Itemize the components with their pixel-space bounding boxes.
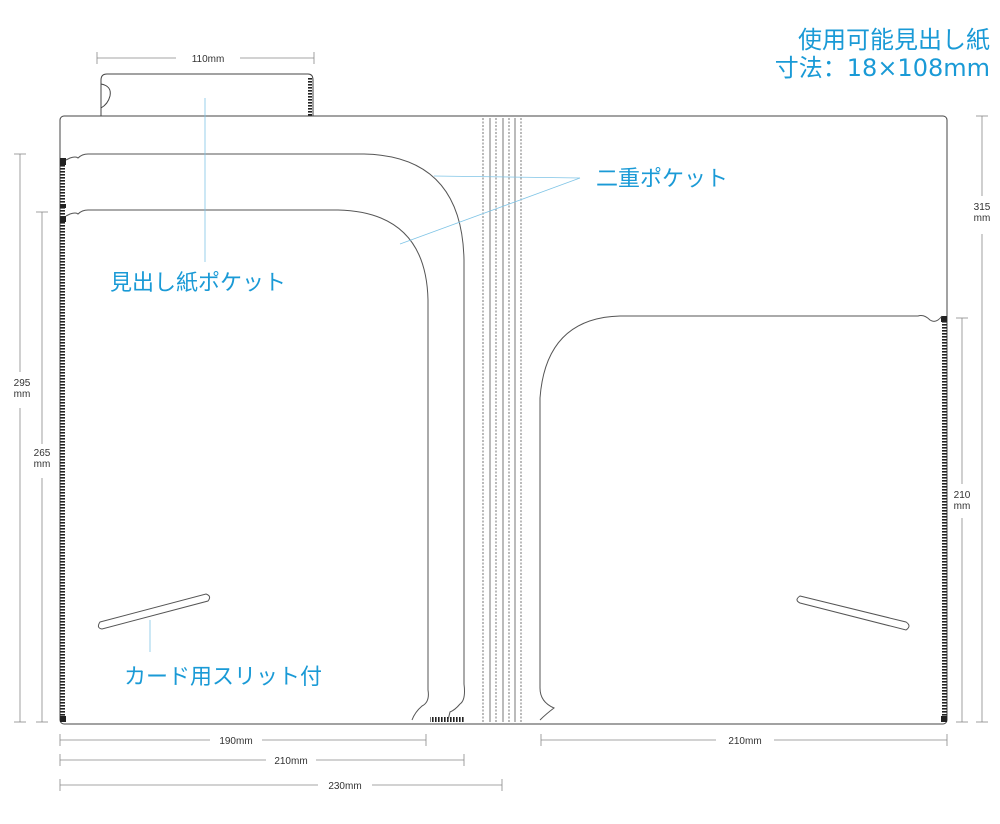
- dim-overall-width: 230mm: [328, 781, 361, 792]
- label-double-pocket: 二重ポケット: [596, 167, 728, 192]
- spec-title: 使用可能見出し紙: [798, 26, 990, 54]
- spec-size: 寸法：18×108mm: [775, 54, 990, 82]
- dim-left-panel-width: 210mm: [274, 756, 307, 767]
- folder-outline: [59, 115, 948, 725]
- index-tab: [100, 73, 314, 122]
- label-index-pocket: 見出し紙ポケット: [110, 271, 286, 296]
- callout-lines: [149, 98, 581, 652]
- left-pocket-back: [65, 153, 465, 721]
- right-card-slit: [796, 595, 910, 631]
- dim-right-panel-width: 210mm: [728, 736, 761, 747]
- left-card-slit: [97, 593, 211, 630]
- left-edge-perforation: [60, 158, 65, 720]
- tab-perforation-right: [308, 78, 312, 116]
- bottom-perforation: [430, 717, 464, 722]
- dim-tab-width: 110mm: [192, 54, 225, 65]
- label-card-slit: カード用スリット付: [124, 665, 322, 690]
- right-pocket: [539, 315, 943, 721]
- right-edge-perforation: [942, 320, 947, 720]
- dim-inner-pocket-width: 190mm: [219, 736, 252, 747]
- dimension-lines: [14, 52, 988, 791]
- spine: [482, 118, 522, 722]
- left-pocket-front: [65, 209, 429, 721]
